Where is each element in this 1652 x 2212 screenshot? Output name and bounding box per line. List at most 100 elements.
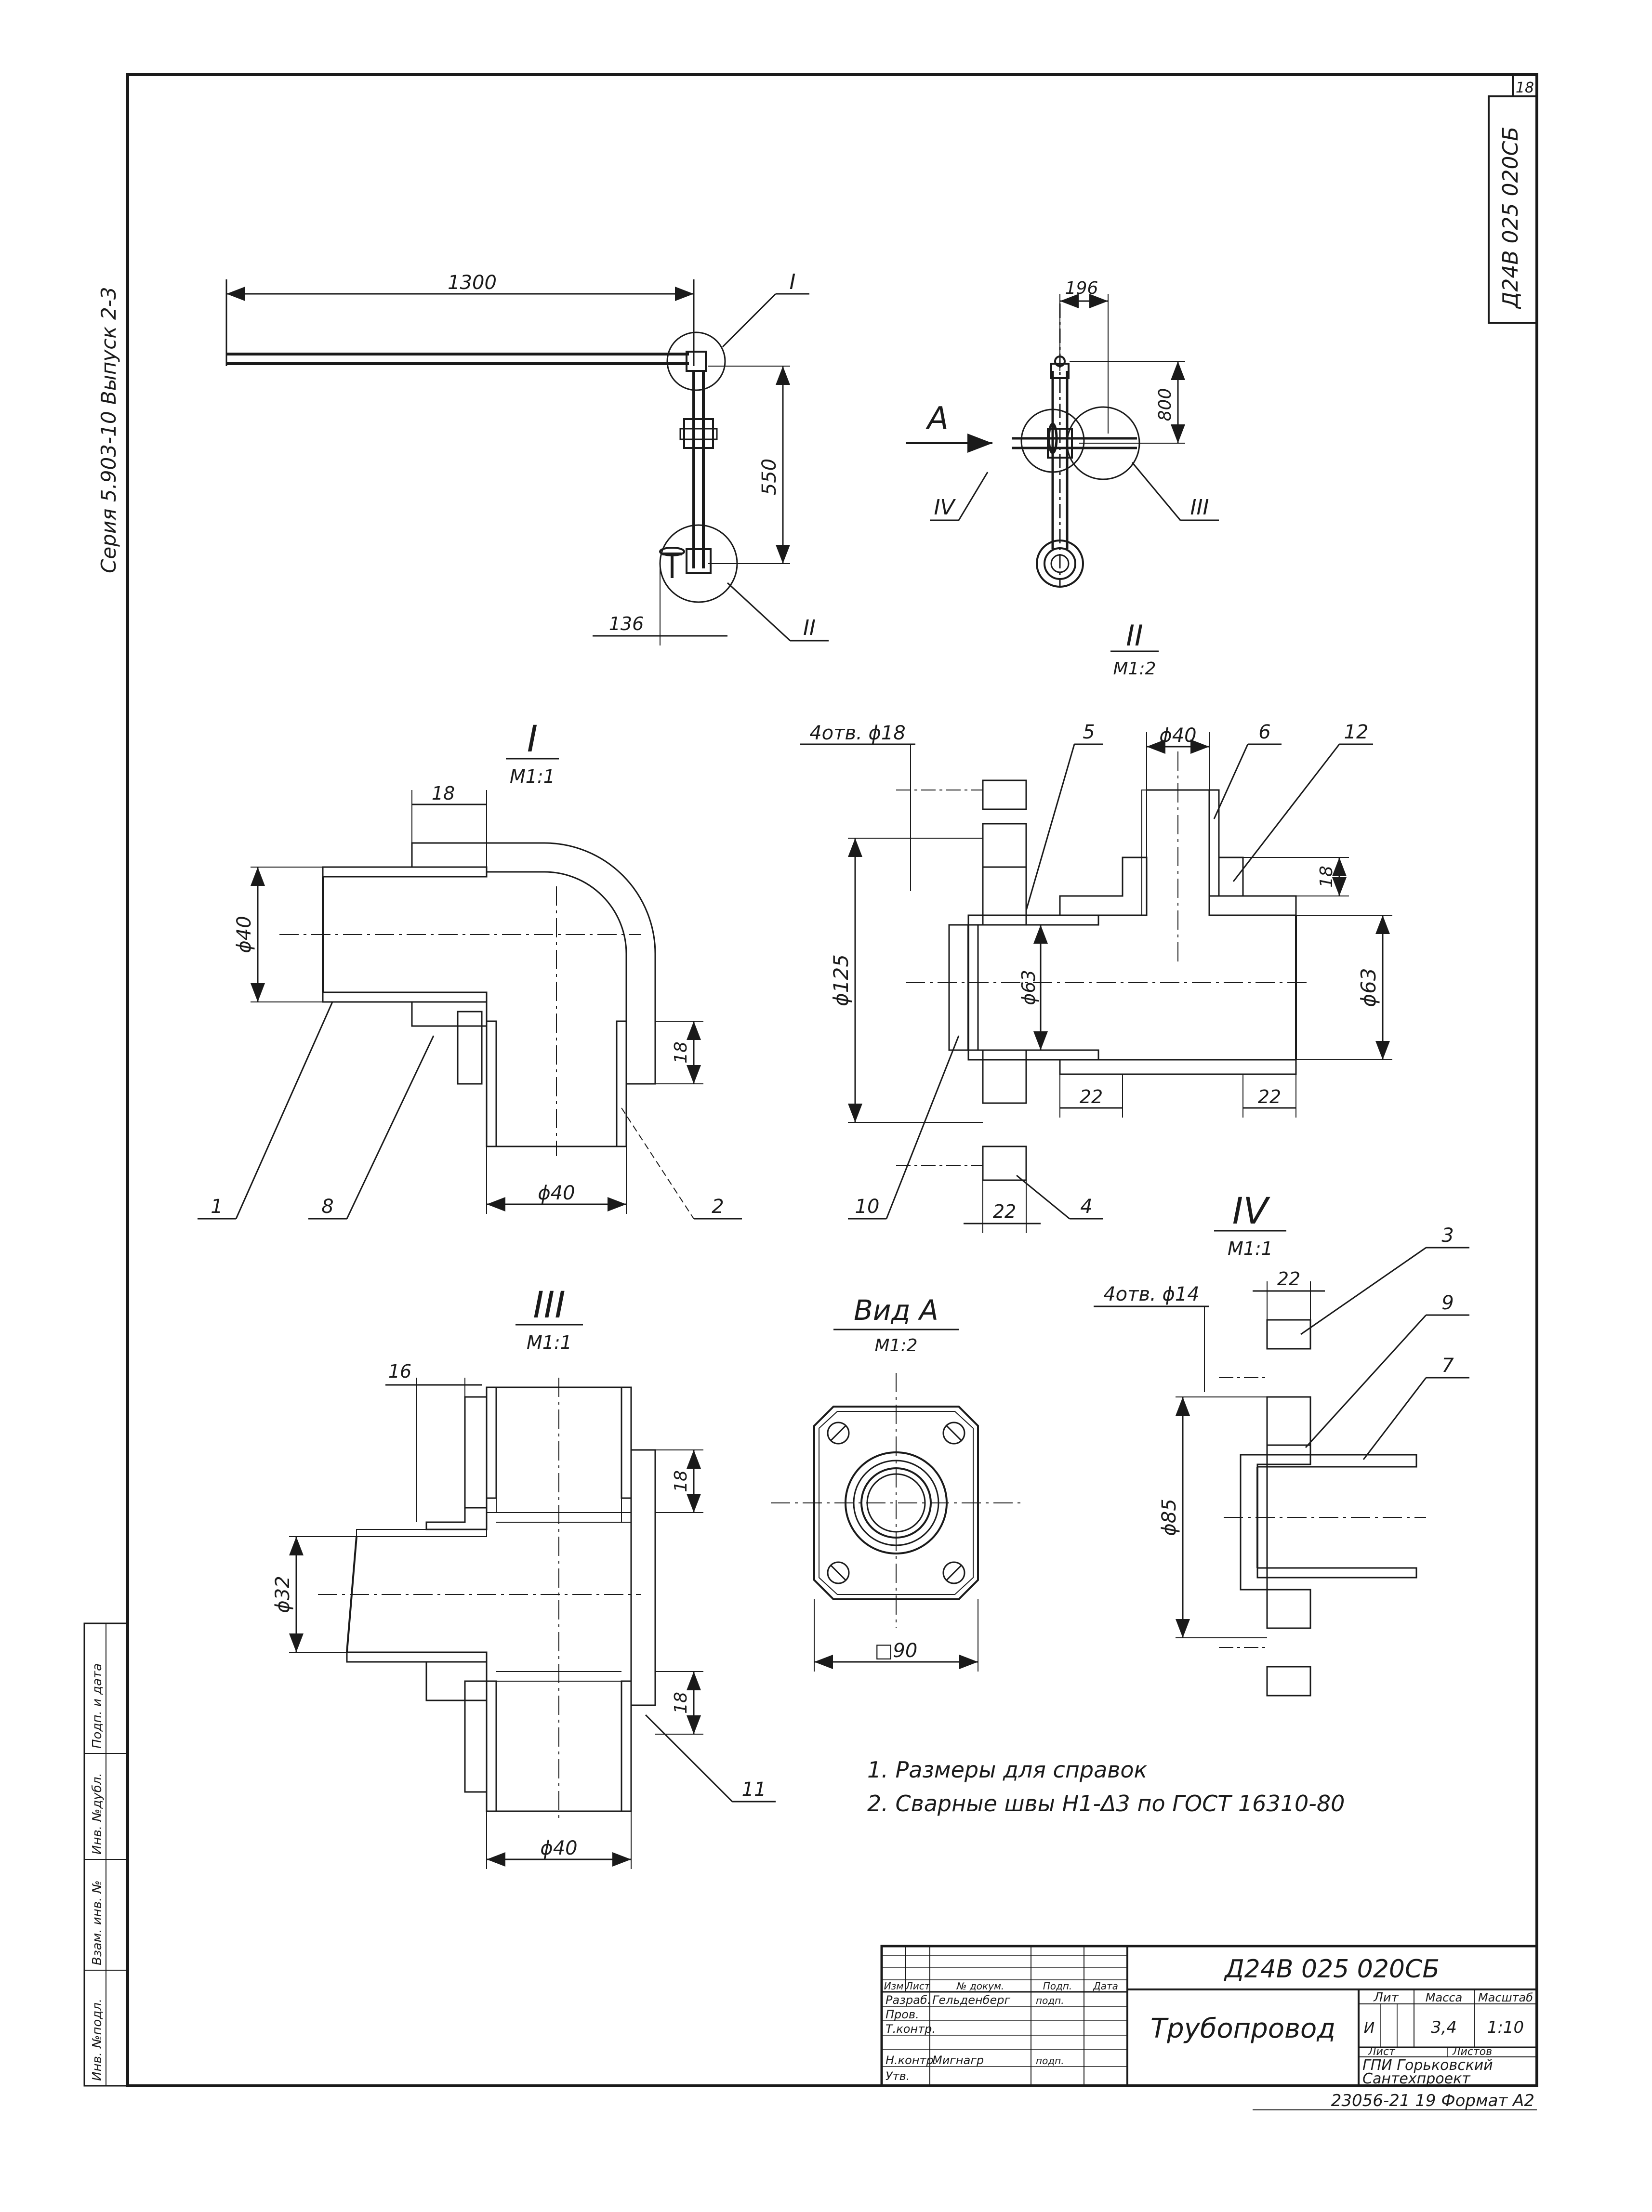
tb-sign-3: подп. — [1036, 2055, 1064, 2067]
note-2: 2. Сварные швы Н1-Δ3 по ГОСТ 16310-80 — [867, 1791, 1345, 1817]
side-stamp-label: Подп. и дата — [90, 1663, 105, 1749]
dim-d63-right: ϕ63 — [1357, 968, 1380, 1007]
callout-IV: IV — [934, 495, 956, 520]
tb-role-2: Т.контр. — [885, 2022, 936, 2036]
tb-head-date: Дата — [1093, 1980, 1118, 1992]
label-7: 7 — [1441, 1355, 1454, 1377]
callout-I: I — [790, 270, 796, 294]
dim-22-IV: 22 — [1277, 1268, 1300, 1290]
view-A: Вид А М1:2 □90 — [771, 1294, 1021, 1672]
tb-lit-header: Лит — [1373, 1990, 1399, 2005]
callout-III: III — [1190, 495, 1209, 520]
tb-org-line-2: Сантехпроект — [1362, 2070, 1471, 2087]
dim-d85: ϕ85 — [1158, 1499, 1180, 1536]
dim-22-c: 22 — [993, 1201, 1016, 1222]
label-3: 3 — [1441, 1224, 1454, 1247]
view-A-scale: М1:2 — [875, 1336, 918, 1356]
dim-22-a: 22 — [1080, 1086, 1103, 1107]
plan-view: 1300 550 136 I II — [225, 270, 829, 645]
tb-role-4: Утв. — [885, 2069, 910, 2083]
detail-IV-title: IV — [1232, 1189, 1270, 1232]
label-12: 12 — [1344, 721, 1369, 743]
dim-16: 16 — [388, 1361, 411, 1382]
tb-scale-header: Масштаб — [1478, 1991, 1533, 2004]
tb-doc-name: Трубопровод — [1150, 2013, 1335, 2044]
tb-head-izm: Изм — [884, 1980, 904, 1992]
detail-IV: IV М1:1 4отв. ϕ14 22 ϕ85 3 9 7 — [1094, 1189, 1469, 1697]
format-line: 23056-21 19 Формат А2 — [1331, 2091, 1534, 2110]
tb-name-0: Гельденберг — [932, 1993, 1010, 2007]
title-block: Изм Лист № докум. Подп. Дата Разраб. Гел… — [880, 1945, 1538, 2087]
dim-d40-left: ϕ40 — [233, 916, 255, 953]
label-8: 8 — [321, 1196, 333, 1218]
tb-mass-value: 3,4 — [1431, 2018, 1457, 2037]
detail-II-note-holes: 4отв. ϕ18 — [809, 722, 906, 744]
dim-d32: ϕ32 — [272, 1576, 294, 1613]
side-view: 196 800 А IV III II М1:2 — [906, 278, 1219, 679]
label-11: 11 — [742, 1778, 767, 1801]
series-vertical: Серия 5.903-10 Выпуск 2-3 — [97, 287, 120, 573]
side-view-title: II — [1126, 619, 1143, 653]
tb-sheet-label: Лист — [1368, 2046, 1396, 2058]
sheet-number: 18 — [1516, 79, 1534, 96]
label-10: 10 — [855, 1196, 880, 1218]
sheet-code-vertical: Д24В 025 020СБ — [1498, 127, 1523, 309]
detail-I: I М1:1 ϕ40 18 18 ϕ40 1 8 — [198, 717, 742, 1220]
tb-sign-0: подп. — [1036, 1995, 1064, 2006]
dim-18-right: 18 — [671, 1041, 691, 1064]
detail-II: 4отв. ϕ18 ϕ125 ϕ63 ϕ40 — [800, 721, 1392, 1233]
tb-sheets-label: Листов — [1452, 2046, 1492, 2058]
side-stamp-label: Инв. №подл. — [90, 1999, 105, 2081]
dim-sq90: □90 — [875, 1640, 918, 1662]
detail-III-scale: М1:1 — [527, 1332, 572, 1353]
detail-IV-scale: М1:1 — [1228, 1238, 1273, 1259]
detail-I-scale: М1:1 — [510, 766, 555, 787]
label-6: 6 — [1258, 721, 1270, 743]
dim-d40-III: ϕ40 — [540, 1837, 577, 1859]
notes: 1. Размеры для справок 2. Сварные швы Н1… — [867, 1757, 1345, 1817]
dim-1300: 1300 — [448, 272, 497, 294]
detail-I-title: I — [527, 717, 538, 760]
tb-org-line-1: ГПИ Горьковский — [1362, 2057, 1493, 2074]
label-9: 9 — [1441, 1292, 1454, 1314]
tb-doc-code: Д24В 025 020СБ — [1224, 1955, 1440, 1984]
tb-role-3: Н.контр. — [885, 2054, 937, 2067]
tb-name-3: Мигнагр — [932, 2054, 984, 2067]
detail-IV-note-holes: 4отв. ϕ14 — [1103, 1283, 1200, 1305]
tb-head-sign: Подп. — [1043, 1980, 1072, 1992]
dim-d40: ϕ40 — [1159, 724, 1196, 747]
note-1: 1. Размеры для справок — [867, 1757, 1148, 1783]
label-4: 4 — [1080, 1196, 1092, 1218]
dim-d125: ϕ125 — [829, 954, 853, 1006]
dim-18-top-III: 18 — [671, 1470, 691, 1492]
dim-800: 800 — [1155, 388, 1175, 421]
side-stamp-label: Инв. №дубл. — [90, 1773, 105, 1855]
tb-head-list: Лист — [905, 1980, 931, 1992]
dim-18-top: 18 — [432, 783, 455, 804]
sheet-frame: 18 Д24В 025 020СБ Серия 5.903-10 Выпуск … — [97, 73, 1538, 2087]
tb-mass-header: Масса — [1426, 1991, 1463, 2004]
dim-196: 196 — [1065, 278, 1098, 298]
dim-136: 136 — [609, 613, 644, 634]
tb-role-0: Разраб. — [885, 1993, 931, 2007]
dim-d40-bottom: ϕ40 — [538, 1182, 575, 1204]
dim-d63-inner: ϕ63 — [1018, 970, 1039, 1005]
label-5: 5 — [1083, 721, 1095, 743]
side-view-scale: М1:2 — [1113, 659, 1156, 679]
tb-role-1: Пров. — [885, 2008, 919, 2021]
view-arrow-label: А — [925, 401, 949, 436]
dim-18-bottom-III: 18 — [671, 1692, 691, 1714]
dim-18: 18 — [1317, 866, 1336, 888]
view-A-title: Вид А — [854, 1294, 938, 1327]
tb-scale-value: 1:10 — [1487, 2018, 1524, 2037]
dim-550: 550 — [758, 459, 780, 495]
dim-22-b: 22 — [1258, 1086, 1281, 1107]
callout-II: II — [803, 616, 816, 640]
side-stamp-label: Взам. инв. № — [90, 1880, 105, 1965]
label-1: 1 — [211, 1196, 223, 1218]
tb-head-doc: № докум. — [956, 1980, 1004, 1992]
detail-III: III М1:1 16 18 ϕ32 — [272, 1283, 776, 1869]
detail-III-title: III — [533, 1283, 565, 1326]
side-stamp: Подп. и дата Инв. №дубл. Взам. инв. № Ин… — [83, 1622, 129, 2087]
